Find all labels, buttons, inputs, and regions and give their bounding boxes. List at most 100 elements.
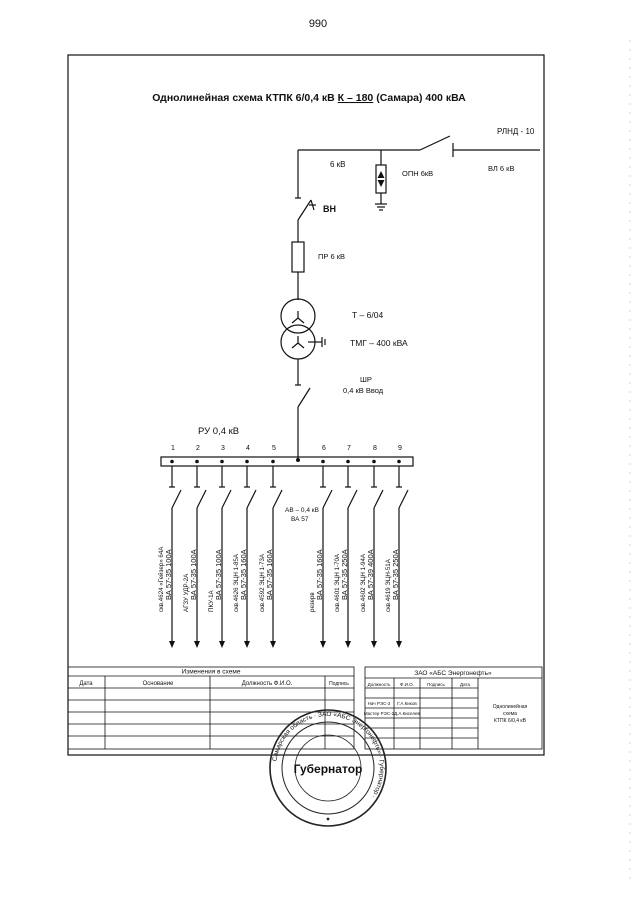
feeder-arrow xyxy=(194,641,200,648)
feeder-number: 2 xyxy=(196,445,200,452)
main-breaker-label: ШР xyxy=(360,375,372,384)
feeder-arrow xyxy=(244,641,250,648)
feeder-number: 5 xyxy=(272,445,276,452)
feeder-bus-tap xyxy=(245,459,249,464)
drawing-desc-line-3: КТПК 6/0,4 кВ xyxy=(494,718,527,724)
changes-col-signature: Подпись xyxy=(329,681,349,687)
changes-col-person: Должность Ф.И.О. xyxy=(242,681,293,687)
stamp-row-2-name: Д.А.Киселев xyxy=(394,711,420,716)
page-number: 990 xyxy=(309,18,327,30)
feeder-bus-tap xyxy=(220,459,224,464)
lv-busbar xyxy=(160,456,414,467)
feeder-bus-tap xyxy=(372,459,376,464)
overhead-line-label: ВЛ 6 кВ xyxy=(488,164,514,173)
drawing-desc-line-1: Однолинейная xyxy=(493,703,528,710)
stamp-row-1-name: Г.А.Киков xyxy=(397,701,417,706)
feeder-number: 6 xyxy=(322,445,326,452)
main-breaker-blade xyxy=(297,387,311,408)
feeder-arrow xyxy=(270,641,276,648)
feeder-breaker-label: АВ – 0,4 кВ xyxy=(285,507,319,514)
feeder-breaker-blade xyxy=(196,489,207,509)
feeder-arrow xyxy=(345,641,351,648)
drawing-frame xyxy=(67,54,545,756)
feeder-consumer-label: резерв xyxy=(309,592,316,612)
title-block: ЗАО «АБС Энергонефть» Должность Ф.И.О. П… xyxy=(364,666,543,750)
changes-table: Изменения в схеме Дата Основание Должнос… xyxy=(67,666,355,750)
feeder-arrow xyxy=(396,641,402,648)
lv-section: ШР 0,4 кВ Ввод РУ 0,4 кВ АВ – 0,4 кВ ВА … xyxy=(160,359,414,523)
feeder-breaker-rating: ВА 57-35 100А xyxy=(214,549,223,600)
feeder-breaker-blade xyxy=(373,489,384,509)
feeder-arrow xyxy=(371,641,377,648)
feeder-consumer-label: скв.4602 ЭЦН 1-94А xyxy=(360,553,367,612)
feeder-consumer-label: скв.4626 ЭЦН 1-85А xyxy=(233,553,240,612)
feeder-arrow xyxy=(219,641,225,648)
arrester-label: ОПН 6кВ xyxy=(402,169,433,178)
feeder-number: 1 xyxy=(171,445,175,452)
feeder-consumer-label: скв.4619 ЭЦН-51А xyxy=(385,558,392,612)
feeder-breaker-rating: ВА 57-35 160А xyxy=(315,549,324,600)
feeder-bus-tap xyxy=(397,459,401,464)
feeder-number: 7 xyxy=(347,445,351,452)
feeder-consumer-label: ПКУ-1А xyxy=(208,589,215,612)
transformer-type-label: ТМГ – 400 кВА xyxy=(350,338,408,348)
changes-col-reason: Основание xyxy=(143,681,174,687)
feeder-bus-tap xyxy=(170,459,174,464)
feeder-breaker-blade xyxy=(171,489,182,509)
feeder-number: 4 xyxy=(246,445,250,452)
feeder-number: 8 xyxy=(373,445,377,452)
feeder-consumer-label: скв.4624 «Гейзер» 64А xyxy=(158,546,165,612)
surge-arrester xyxy=(375,150,387,211)
feeder-number: 9 xyxy=(398,445,402,452)
transformer xyxy=(280,298,326,360)
feeder-breaker-rating: ВА 57-35 100А xyxy=(189,549,198,600)
stamp-col-role: Должность xyxy=(368,682,391,687)
feeder-breaker-sublabel: ВА 57 xyxy=(291,516,309,523)
feeder-breaker-blade xyxy=(272,489,283,509)
drawing-desc-line-2: схема xyxy=(503,711,517,717)
changes-table-title: Изменения в схеме xyxy=(182,669,241,676)
load-switch xyxy=(297,199,316,242)
feeder-breaker-rating: ВА 57-35 250А xyxy=(340,549,349,600)
company-name: ЗАО «АБС Энергонефть» xyxy=(414,670,492,677)
feeder-number: 3 xyxy=(221,445,225,452)
feeder-breaker-rating: ВА 57-35 160А xyxy=(239,549,248,600)
round-seal: Самарская область · ЗАО «АБС Энергонефть… xyxy=(269,709,387,827)
fuse-label: ПР 6 кВ xyxy=(318,252,345,261)
hv-bus-label: 6 кВ xyxy=(330,160,346,169)
fuse xyxy=(291,241,305,273)
feeder-breaker-blade xyxy=(347,489,358,509)
feeder-breaker-blade xyxy=(398,489,409,509)
changes-col-date: Дата xyxy=(79,681,93,687)
transformer-label: Т – 6/04 xyxy=(352,310,383,320)
diagram-title: Однолинейная схема КТПК 6/0,4 кВ К – 180… xyxy=(152,92,466,104)
feeder-arrow xyxy=(169,641,175,648)
rlnd-label: РЛНД - 10 xyxy=(497,127,535,136)
stamp-col-name: Ф.И.О. xyxy=(400,682,414,687)
lv-bus-label: РУ 0,4 кВ xyxy=(198,426,239,437)
main-breaker-sublabel: 0,4 кВ Ввод xyxy=(343,386,384,395)
load-switch-label: ВН xyxy=(323,204,336,214)
feeder-bus-tap xyxy=(321,459,325,464)
feeder-bus-tap xyxy=(346,459,350,464)
feeder-arrow xyxy=(320,641,326,648)
feeder-bus-tap xyxy=(271,459,275,464)
feeder-breaker-blade xyxy=(322,489,333,509)
rlnd-switch-blade xyxy=(419,135,451,151)
feeder-consumer-label: скв.4592 ЭЦН 1-73А xyxy=(259,553,266,612)
stamp-row-2-role: Мастер РЭС-2 xyxy=(364,711,395,716)
feeder-breaker-blade xyxy=(246,489,257,509)
feeder-consumer-label: АГЗУ УДР-2А xyxy=(183,573,190,612)
seal-center-text: Губернатор xyxy=(294,762,363,776)
